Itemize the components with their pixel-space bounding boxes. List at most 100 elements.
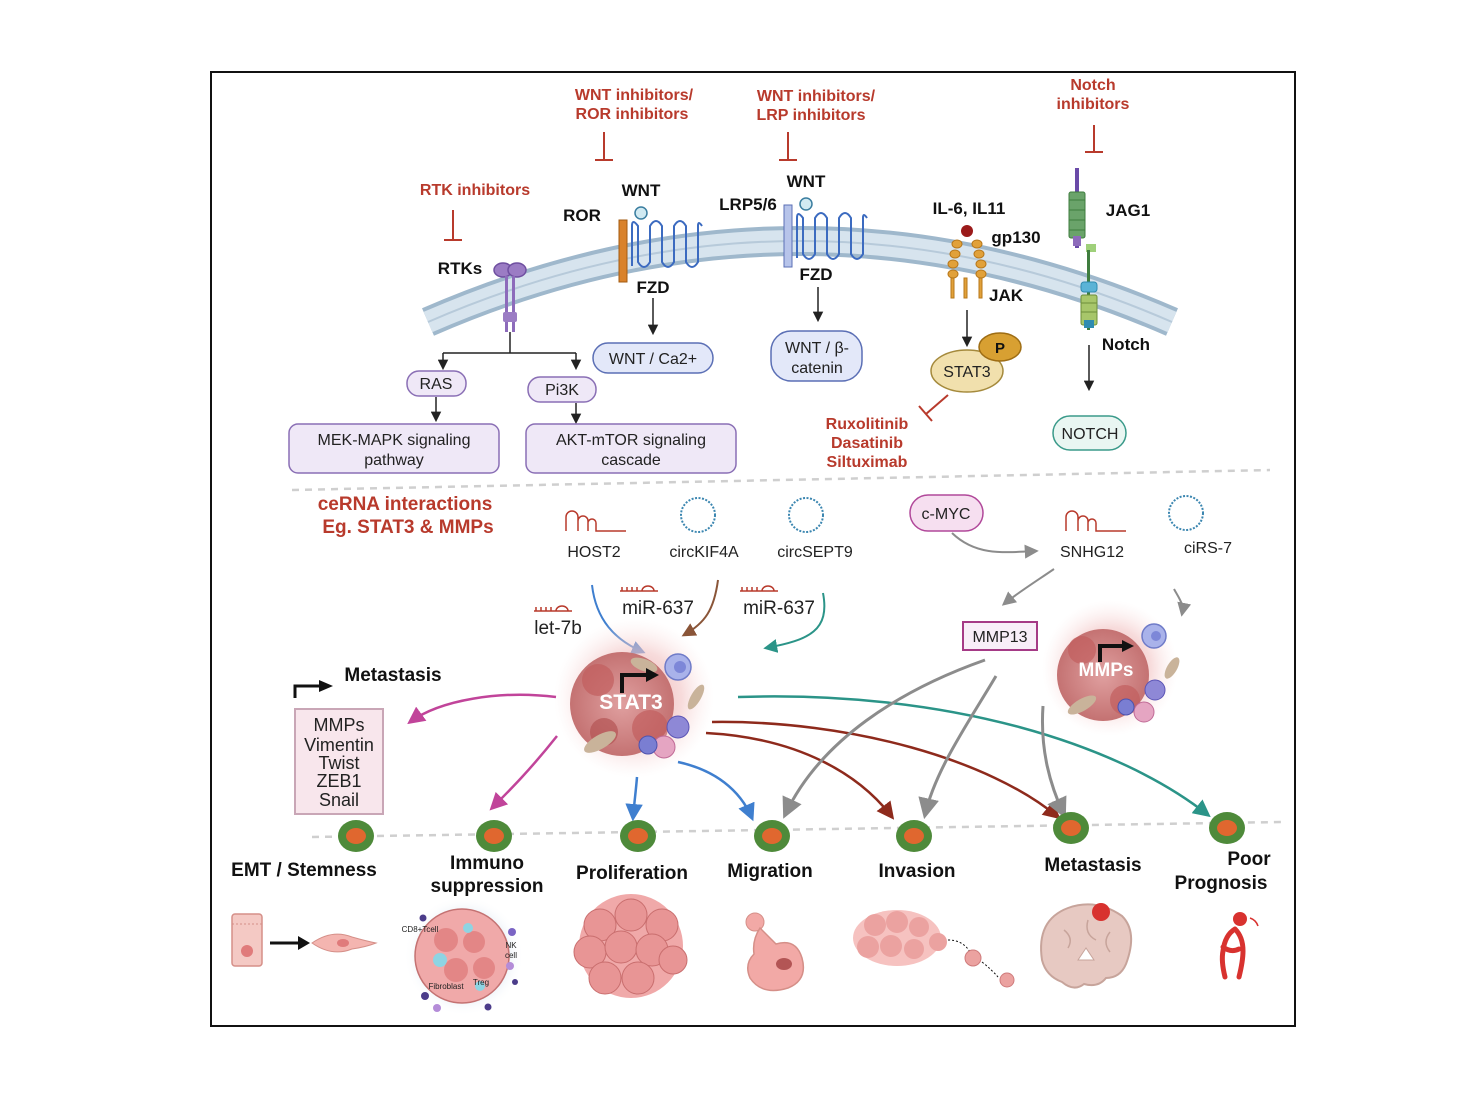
figure-border xyxy=(210,71,1296,1027)
cmyc-node xyxy=(909,494,984,532)
snhg12-label: SNHG12 xyxy=(1060,544,1124,561)
nk-cell-label-line2: cell xyxy=(505,951,517,960)
mmp13-to-migration-arrow xyxy=(782,658,986,819)
outcome-proliferation: Proliferation xyxy=(576,863,688,884)
ror-label: ROR xyxy=(563,206,601,225)
stat3-to-emt-arrow xyxy=(407,693,557,725)
cell-membrane xyxy=(422,226,1178,336)
gene-vimentin: Vimentin xyxy=(304,735,374,755)
nk-cell-label-line1: NK xyxy=(505,941,517,950)
host2-lncrna-icon xyxy=(565,510,626,532)
drug-dasatinib: Dasatinib xyxy=(831,435,903,452)
mmp13-box xyxy=(962,621,1038,651)
circkif4a-to-stat3-arrow xyxy=(681,579,719,637)
metastasis-promoter-icon xyxy=(293,680,333,698)
gene-snail: Snail xyxy=(319,790,359,810)
stat3-to-prolif-arrow xyxy=(625,776,643,822)
fzd-receptor-2-icon xyxy=(796,212,868,260)
gene-mmps: MMPs xyxy=(314,715,365,735)
mir637-a-icon xyxy=(620,585,658,592)
jak-label: JAK xyxy=(989,286,1024,305)
stat3-inhibit-symbol xyxy=(918,394,949,422)
notch-label: Notch xyxy=(1102,335,1150,354)
stat3-tumor-cluster-icon xyxy=(554,618,714,778)
cirs7-to-mmps-arrow xyxy=(1173,588,1192,617)
treg-label: Treg xyxy=(473,978,489,987)
ror-inhibit-symbol xyxy=(595,132,613,161)
cirs7-label: ciRS-7 xyxy=(1184,540,1232,557)
tumor-microenvironment-icon xyxy=(404,896,524,1016)
circsept9-icon xyxy=(788,497,824,533)
outcome-poor-line1: Poor xyxy=(1227,849,1271,870)
stat3-node xyxy=(930,349,1004,393)
mmps-tumor-cluster-icon xyxy=(1042,600,1180,736)
wnt-ca-node xyxy=(592,342,714,374)
invading-cells-icon xyxy=(853,910,1015,988)
outcome-immuno-line2: suppression xyxy=(431,876,544,897)
fzd-receptor-1-icon xyxy=(631,220,703,268)
wnt-bcat-line1: WNT / β- xyxy=(785,340,849,357)
stat3-to-migration-arrow xyxy=(677,760,755,822)
rtk-receptor-icon xyxy=(493,262,527,332)
mmps-cell-label: MMPs xyxy=(1079,660,1134,681)
wnt-bcat-line2: catenin xyxy=(791,360,843,377)
rtk-inhibitors-label: RTK inhibitors xyxy=(420,182,530,199)
jag1-notch-receptor-icon xyxy=(1068,168,1098,330)
emt-transition-icon xyxy=(231,913,378,967)
outcome-migration: Migration xyxy=(727,861,813,882)
fzd-label-1: FZD xyxy=(636,278,669,297)
ras-label: RAS xyxy=(420,376,453,393)
stat3-label: STAT3 xyxy=(943,364,991,381)
snhg12-lncrna-icon xyxy=(1065,510,1126,532)
wnt-bcatenin-node xyxy=(770,330,863,382)
rtks-label: RTKs xyxy=(438,259,482,278)
notch-inhibit-symbol xyxy=(1085,125,1103,153)
mek-line2: pathway xyxy=(364,452,424,469)
proliferation-cluster-icon xyxy=(573,894,688,998)
circsept9-label: circSEPT9 xyxy=(777,544,853,561)
notch-node-label: NOTCH xyxy=(1062,426,1119,443)
cd8-tcell-label: CD8+Tcell xyxy=(402,925,439,934)
brain-metastasis-icon xyxy=(1040,903,1133,989)
mir637-b-label: miR-637 xyxy=(743,598,815,619)
lrp-label: LRP5/6 xyxy=(719,195,777,214)
rtk-inhibit-symbol xyxy=(444,210,462,241)
gene-zeb1: ZEB1 xyxy=(316,771,361,791)
cirs7-icon xyxy=(1168,495,1204,531)
let7b-label: let-7b xyxy=(534,618,582,639)
phospho-badge xyxy=(978,332,1022,362)
poor-prognosis-person-icon xyxy=(1219,912,1259,980)
mek-mapk-box xyxy=(288,423,500,474)
wnt-ligand-1-icon xyxy=(634,206,648,220)
metastasis-list-title: Metastasis xyxy=(344,665,441,686)
mmp13-label: MMP13 xyxy=(972,629,1027,646)
cmyc-to-snhg12-arrow xyxy=(951,532,1039,559)
ror-receptor-icon xyxy=(618,219,628,283)
let7b-icon xyxy=(534,605,572,612)
wnt-ca-label: WNT / Ca2+ xyxy=(609,351,697,368)
stat3-to-metastasis-arrow xyxy=(711,720,1061,820)
outcome-emt: EMT / Stemness xyxy=(231,860,377,881)
mek-line1: MEK-MAPK signaling xyxy=(318,432,471,449)
mmps-to-metastasis-arrow xyxy=(1040,705,1067,819)
akt-line2: cascade xyxy=(601,452,661,469)
notch-node xyxy=(1052,415,1127,451)
lrp-inhibit-symbol xyxy=(779,132,797,161)
notch-inhibitors-line1: Notch xyxy=(1070,77,1115,94)
wnt-lrp-inhibitors-line1: WNT inhibitors/ xyxy=(757,88,876,105)
mir637-b-icon xyxy=(740,585,778,592)
il6-ligand-icon xyxy=(961,225,973,237)
wnt-lrp-inhibitors-line2: LRP inhibitors xyxy=(756,107,865,124)
notch-inhibitors-line2: inhibitors xyxy=(1057,96,1130,113)
drug-ruxolitinib: Ruxolitinib xyxy=(826,416,909,433)
migrating-cell-icon xyxy=(745,912,805,992)
metastasis-gene-box xyxy=(294,708,384,815)
drug-siltuximab: Siltuximab xyxy=(827,454,908,471)
cmyc-label: c-MYC xyxy=(922,506,971,523)
wnt-ligand-2-icon xyxy=(799,197,813,211)
host2-label: HOST2 xyxy=(567,544,620,561)
fzd-label-2: FZD xyxy=(799,265,832,284)
outcome-invasion: Invasion xyxy=(878,861,955,882)
